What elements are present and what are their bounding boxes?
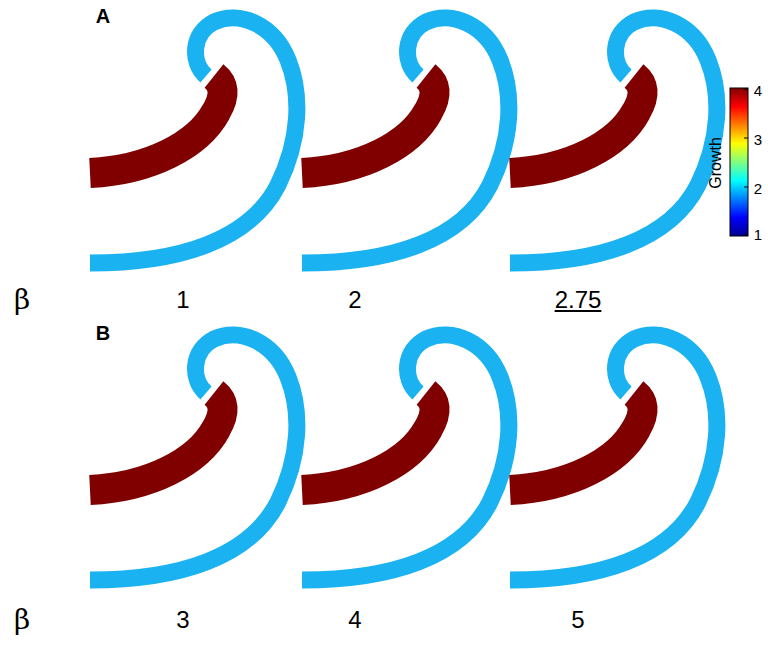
colorbar-title: Growth bbox=[708, 137, 724, 189]
panel-letter: A bbox=[96, 6, 110, 26]
panel-letter: B bbox=[96, 323, 110, 343]
colorbar bbox=[730, 88, 748, 236]
colorbar-tick: 1 bbox=[754, 227, 762, 242]
parameter-value: 4 bbox=[348, 608, 361, 632]
parameter-value: 3 bbox=[176, 608, 189, 632]
colorbar-tick: 4 bbox=[754, 83, 762, 98]
model-panel bbox=[302, 335, 509, 580]
colorbar-tick: 2 bbox=[754, 181, 762, 196]
parameter-symbol: β bbox=[14, 606, 30, 634]
model-panel bbox=[510, 335, 717, 580]
model-panel bbox=[90, 18, 297, 263]
parameter-value: 2.75 bbox=[555, 288, 602, 312]
parameter-value: 5 bbox=[571, 608, 584, 632]
model-panel bbox=[90, 335, 297, 580]
colorbar-ticks bbox=[744, 89, 748, 235]
model-panel bbox=[302, 18, 509, 263]
parameter-symbol: β bbox=[14, 286, 30, 314]
parameter-value: 2 bbox=[348, 288, 361, 312]
parameter-value: 1 bbox=[176, 288, 189, 312]
model-panel bbox=[510, 18, 717, 263]
colorbar-tick: 3 bbox=[754, 132, 762, 147]
